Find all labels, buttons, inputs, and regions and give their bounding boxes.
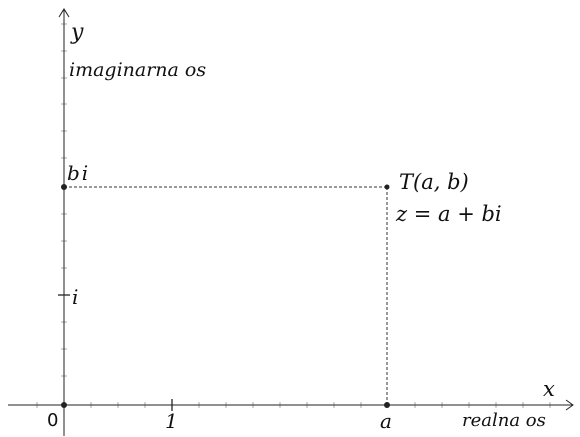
bi-label: bi	[67, 161, 90, 185]
point-origin	[61, 402, 67, 408]
x-axis-arrow	[565, 399, 574, 411]
point-bi	[61, 184, 67, 190]
equation-label: z = a + bi	[395, 202, 502, 226]
y-axis-arrow	[58, 8, 70, 18]
tick-a-label: a	[380, 409, 392, 433]
point-a	[384, 402, 390, 408]
point-T	[384, 184, 390, 190]
y-axis-label: y	[70, 20, 84, 45]
y-axis-name: imaginarna os	[69, 59, 206, 81]
point-T-label: T(a, b)	[399, 170, 469, 194]
x-axis-label: x	[543, 377, 555, 401]
origin-label: 0	[47, 410, 58, 431]
i-label: i	[72, 285, 78, 309]
tick-one-label: 1	[165, 409, 178, 433]
x-axis-name: realna os	[462, 410, 546, 431]
